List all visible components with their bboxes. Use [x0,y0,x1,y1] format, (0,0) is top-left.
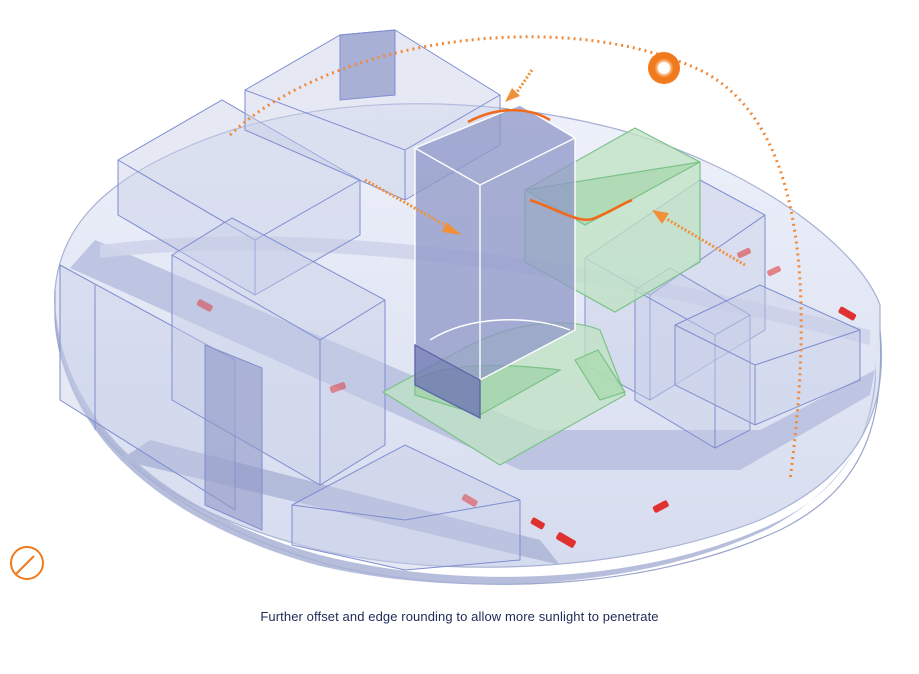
context-block-south [291,444,521,571]
sun-path [228,35,803,481]
diagram-caption: Further offset and edge rounding to allo… [260,609,659,624]
context-block-west-tall [171,217,386,531]
context-block-east-low [674,284,861,426]
main-tower [414,104,576,420]
compass-icon [10,546,44,580]
context-block-northwest [117,99,361,296]
cars [196,247,857,548]
rounded-edge-highlights [467,108,633,222]
sun-icon [648,52,680,84]
sunlight-arrow-icon [364,69,746,267]
